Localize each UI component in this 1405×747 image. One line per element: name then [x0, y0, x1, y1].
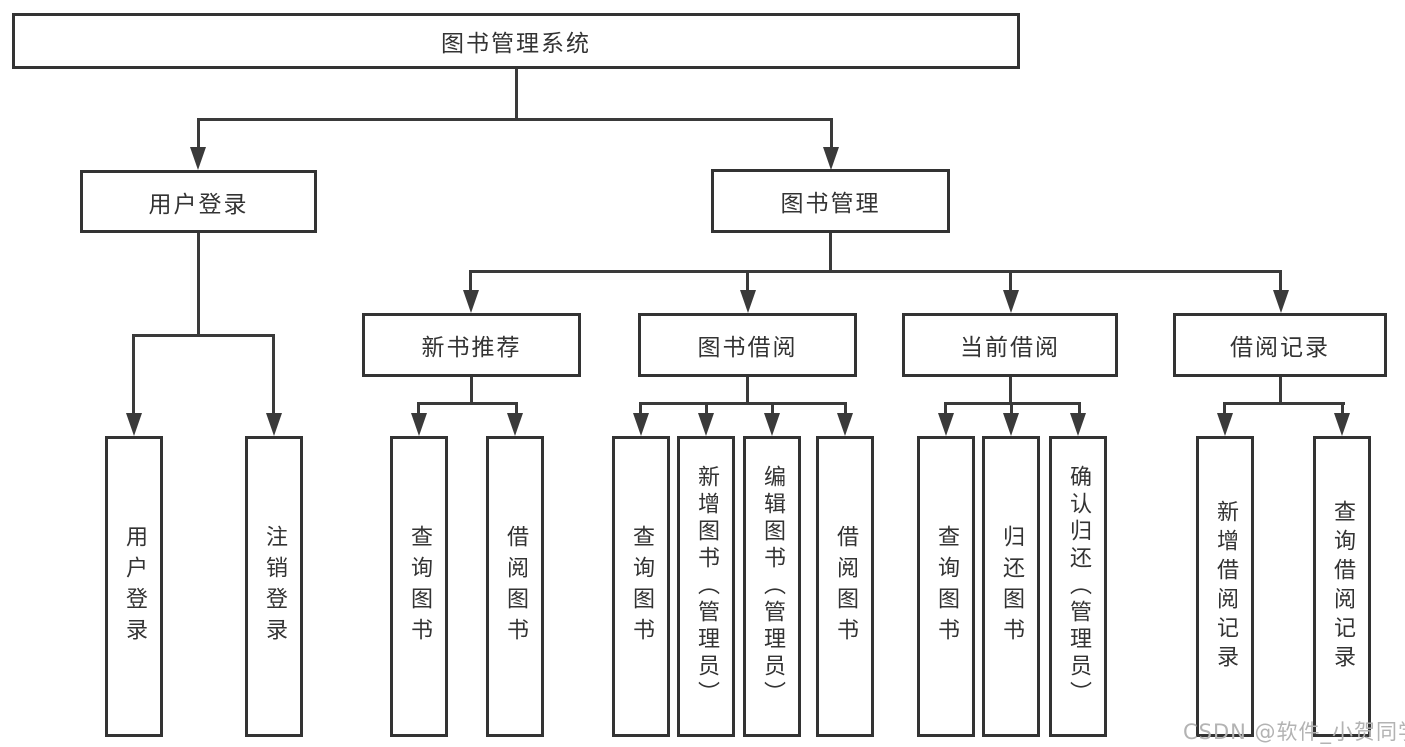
arrow-to-book-borrowing: [740, 290, 756, 313]
arrow-to-user-login: [190, 147, 206, 170]
node-current-confirm-return-admin: 确认归还（管理员）: [1049, 436, 1107, 737]
connector-current-stem: [1009, 377, 1012, 404]
arrow-to-borrowing-add-books: [698, 413, 714, 436]
arrow-to-new-book-rec: [463, 290, 479, 313]
connector-book-mgmt-stem: [830, 118, 833, 150]
connector-root-rail: [197, 118, 833, 121]
connector-leaf-stem: [1010, 402, 1013, 415]
arrow-to-borrow-records: [1273, 290, 1289, 313]
node-newrec-borrow-books: 借阅图书: [486, 436, 544, 737]
node-leaf-user-login: 用户登录: [105, 436, 163, 737]
csdn-watermark: CSDN @软件_小贺同学: [1183, 720, 1405, 744]
node-borrowing-borrow-books: 借阅图书: [816, 436, 874, 737]
connector-borrowing-stem: [746, 377, 749, 404]
node-new-book-recommendation: 新书推荐: [362, 313, 581, 377]
node-borrowing-records: 借阅记录: [1173, 313, 1387, 377]
node-book-management: 图书管理: [711, 169, 950, 233]
node-label: 借阅记录: [1230, 335, 1330, 361]
arrow-to-current-query-books: [938, 413, 954, 436]
connector-leaf-stem: [272, 334, 275, 414]
node-borrowing-edit-books-admin: 编辑图书（管理员）: [743, 436, 801, 737]
node-label: 图书借阅: [697, 335, 798, 361]
node-label: 查询图书: [934, 524, 959, 649]
connector-branch-stem: [746, 270, 749, 292]
node-book-borrowing: 图书借阅: [638, 313, 857, 377]
connector-branch-stem: [1009, 270, 1012, 292]
node-label: 查询图书: [629, 524, 654, 649]
connector-leaf-stem: [639, 402, 642, 415]
connector-userlogin-rail: [132, 334, 275, 337]
arrow-to-leaf-user-login: [126, 413, 142, 436]
connector-bookmgmt-rail: [469, 270, 1282, 273]
connector-leaf-stem: [1223, 402, 1226, 415]
node-records-query-borrow-record: 查询借阅记录: [1313, 436, 1371, 737]
connector-branch-stem: [1279, 270, 1282, 292]
node-label: 当前借阅: [960, 335, 1060, 361]
connector-leaf-stem: [417, 402, 420, 415]
connector-bookmgmt-stem: [829, 233, 832, 272]
node-current-query-books: 查询图书: [917, 436, 975, 737]
connector-leaf-stem: [1078, 402, 1081, 415]
connector-branch-stem: [469, 270, 472, 292]
node-label: 编辑图书（管理员）: [760, 465, 785, 708]
arrow-to-records-query-record: [1334, 413, 1350, 436]
node-borrowing-query-books: 查询图书: [612, 436, 670, 737]
node-label: 查询借阅记录: [1330, 499, 1355, 674]
connector-user-login-stem: [197, 118, 200, 150]
connector-leaf-stem: [771, 402, 774, 415]
node-library-management-system: 图书管理系统: [12, 13, 1020, 69]
node-label: 查询图书: [407, 524, 432, 649]
connector-root-stem: [515, 68, 518, 120]
connector-borrowing-rail: [639, 402, 847, 405]
arrow-to-newrec-query-books: [411, 413, 427, 436]
node-user-login: 用户登录: [80, 170, 317, 233]
arrow-to-newrec-borrow-books: [507, 413, 523, 436]
node-label: 借阅图书: [503, 524, 528, 649]
arrow-to-borrowing-borrow-books: [837, 413, 853, 436]
node-borrowing-add-books-admin: 新增图书（管理员）: [677, 436, 735, 737]
node-label: 用户登录: [122, 524, 147, 649]
connector-records-rail: [1223, 402, 1345, 405]
connector-newrec-stem: [470, 377, 473, 404]
node-label: 注销登录: [262, 524, 287, 649]
arrow-to-leaf-logout: [266, 413, 282, 436]
node-records-add-borrow-record: 新增借阅记录: [1196, 436, 1254, 737]
node-label: 归还图书: [999, 524, 1024, 649]
arrow-to-records-add-record: [1217, 413, 1233, 436]
node-label: 确认归还（管理员）: [1066, 465, 1091, 708]
arrow-to-book-mgmt: [823, 147, 839, 170]
node-label: 用户登录: [148, 191, 249, 218]
arrow-to-current-borrowing: [1003, 290, 1019, 313]
node-label: 新书推荐: [421, 335, 522, 361]
node-label: 图书管理系统: [441, 31, 591, 57]
node-current-borrowing: 当前借阅: [902, 313, 1118, 377]
node-label: 图书管理: [780, 191, 881, 217]
connector-records-stem: [1279, 377, 1282, 404]
arrow-to-borrowing-query-books: [633, 413, 649, 436]
arrow-to-current-confirm-return: [1070, 413, 1086, 436]
node-label: 新增图书（管理员）: [694, 465, 719, 708]
connector-leaf-stem: [132, 334, 135, 414]
node-newrec-query-books: 查询图书: [390, 436, 448, 737]
node-current-return-books: 归还图书: [982, 436, 1040, 737]
connector-leaf-stem: [705, 402, 708, 415]
connector-leaf-stem: [844, 402, 847, 415]
connector-leaf-stem: [944, 402, 947, 415]
arrow-to-current-return-books: [1003, 413, 1019, 436]
connector-newrec-rail: [417, 402, 518, 405]
node-label: 借阅图书: [833, 524, 858, 649]
connector-leaf-stem: [515, 402, 518, 415]
arrow-to-borrowing-edit-books: [764, 413, 780, 436]
connector-userlogin-stem: [197, 232, 200, 336]
node-leaf-logout: 注销登录: [245, 436, 303, 737]
node-label: 新增借阅记录: [1213, 499, 1238, 674]
connector-leaf-stem: [1341, 402, 1344, 415]
